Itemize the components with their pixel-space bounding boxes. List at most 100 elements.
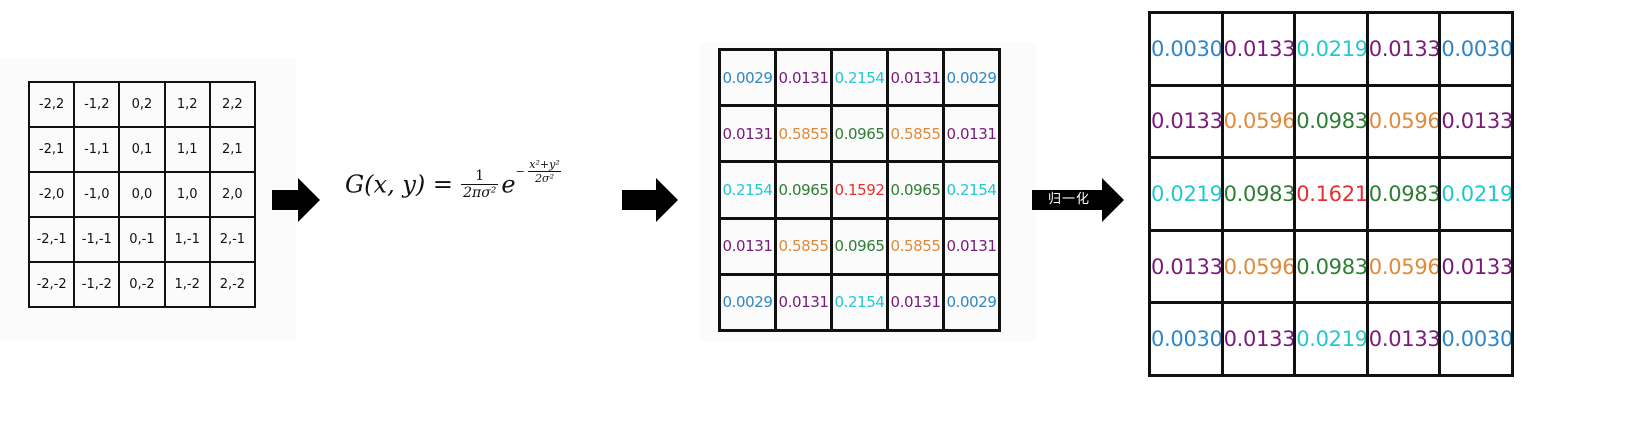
grid-cell: 0.0030 <box>1438 301 1514 377</box>
grid-cell: 0,-2 <box>118 261 166 308</box>
grid-cell: -2,2 <box>27 81 76 128</box>
grid-cell: -2,0 <box>27 171 76 218</box>
grid-cell: 0.0030 <box>1438 11 1514 87</box>
grid-cell: 1,-1 <box>163 216 211 263</box>
formula-exponent-sign: − <box>515 165 525 178</box>
grid-cell: 0.0133 <box>1438 228 1514 305</box>
grid-cell: 0.0133 <box>1220 301 1297 377</box>
formula-exponent-numerator: x²+y² <box>528 158 561 172</box>
grid-cell: 2,1 <box>208 126 257 173</box>
arrow-right-icon <box>622 178 678 222</box>
normalize-arrow-icon <box>1032 178 1124 222</box>
grid-cell: 0.0965 <box>886 160 945 220</box>
grid-cell: 0.0965 <box>830 216 889 276</box>
grid-cell: 0.0965 <box>830 104 889 164</box>
grid-cell: 2,2 <box>208 81 257 128</box>
grid-cell: 0.0596 <box>1220 83 1297 160</box>
grid-cell: -1,1 <box>73 126 121 173</box>
grid-cell: 0.0030 <box>1148 301 1224 377</box>
grid-cell: 0.0596 <box>1365 228 1442 305</box>
grid-cell: 0.2154 <box>830 272 889 333</box>
grid-cell: 0.0131 <box>942 216 1001 276</box>
grid-cell: 0.0133 <box>1438 83 1514 160</box>
grid-cell: -2,-2 <box>27 261 76 308</box>
grid-cell: -2,1 <box>27 126 76 173</box>
grid-cell: 0,2 <box>118 81 166 128</box>
grid-cell: 0.5855 <box>886 216 945 276</box>
grid-cell: 0.0131 <box>942 104 1001 164</box>
grid-cell: 0.2154 <box>718 160 777 220</box>
grid-cell: -1,0 <box>73 171 121 218</box>
grid-cell: 0.2154 <box>942 160 1001 220</box>
grid-cell: 0.0965 <box>774 160 833 220</box>
grid-cell: 0.5855 <box>774 104 833 164</box>
grid-cell: -1,2 <box>73 81 121 128</box>
grid-cell: 0,1 <box>118 126 166 173</box>
formula-exponent-denominator: 2σ² <box>535 172 554 185</box>
gaussian-formula: G(x, y) = 1 2πσ² e − x²+y² 2σ² <box>345 158 561 201</box>
arrow-right-icon <box>272 178 320 222</box>
grid-cell: 0.0983 <box>1365 156 1442 232</box>
formula-fraction: 1 2πσ² <box>461 168 499 201</box>
formula-exponent-fraction: x²+y² 2σ² <box>528 158 561 185</box>
grid-cell: 0.0983 <box>1293 228 1369 305</box>
grid-cell: 0.0133 <box>1365 11 1442 87</box>
grid-cell: 0.0596 <box>1220 228 1297 305</box>
formula-exponential-base: e <box>501 170 516 199</box>
grid-cell: 0.5855 <box>774 216 833 276</box>
grid-cell: 0.0219 <box>1293 11 1369 87</box>
grid-cell: 0.0133 <box>1148 83 1224 160</box>
grid-cell: 0.0131 <box>774 47 833 108</box>
grid-cell: 0.0219 <box>1438 156 1514 232</box>
normalize-label: 归一化 <box>1047 192 1090 207</box>
grid-cell: -1,-2 <box>73 261 121 308</box>
formula-lhs: G(x, y) = <box>345 170 453 199</box>
formula-fraction-denominator: 2πσ² <box>463 185 497 201</box>
grid-cell: -1,-1 <box>73 216 121 263</box>
grid-cell: 2,0 <box>208 171 257 218</box>
grid-cell: 0.1592 <box>830 160 889 220</box>
grid-cell: 1,0 <box>163 171 211 218</box>
grid-cell: 0.0219 <box>1148 156 1224 232</box>
grid-cell: 0.0133 <box>1220 11 1297 87</box>
grid-cell: 2,-1 <box>208 216 257 263</box>
grid-cell: 1,1 <box>163 126 211 173</box>
formula-fraction-numerator: 1 <box>461 168 499 185</box>
grid-cell: 2,-2 <box>208 261 257 308</box>
grid-cell: 0.0131 <box>718 104 777 164</box>
grid-cell: 1,2 <box>163 81 211 128</box>
grid-cell: 0.0029 <box>718 272 777 333</box>
grid-cell: 0.0030 <box>1148 11 1224 87</box>
grid-cell: 0.0131 <box>718 216 777 276</box>
grid-cell: 0.0983 <box>1293 83 1369 160</box>
grid-cell: 0.2154 <box>830 47 889 108</box>
grid-cell: 0.0029 <box>718 47 777 108</box>
grid-cell: 0.0596 <box>1365 83 1442 160</box>
grid-cell: 0.1621 <box>1293 156 1369 232</box>
grid-cell: 0.0133 <box>1148 228 1224 305</box>
grid-cell: -2,-1 <box>27 216 76 263</box>
grid-cell: 0.0131 <box>886 47 945 108</box>
grid-cell: 0.0983 <box>1220 156 1297 232</box>
grid-cell: 0.0029 <box>942 47 1001 108</box>
grid-cell: 0.0131 <box>886 272 945 333</box>
grid-cell: 0,0 <box>118 171 166 218</box>
